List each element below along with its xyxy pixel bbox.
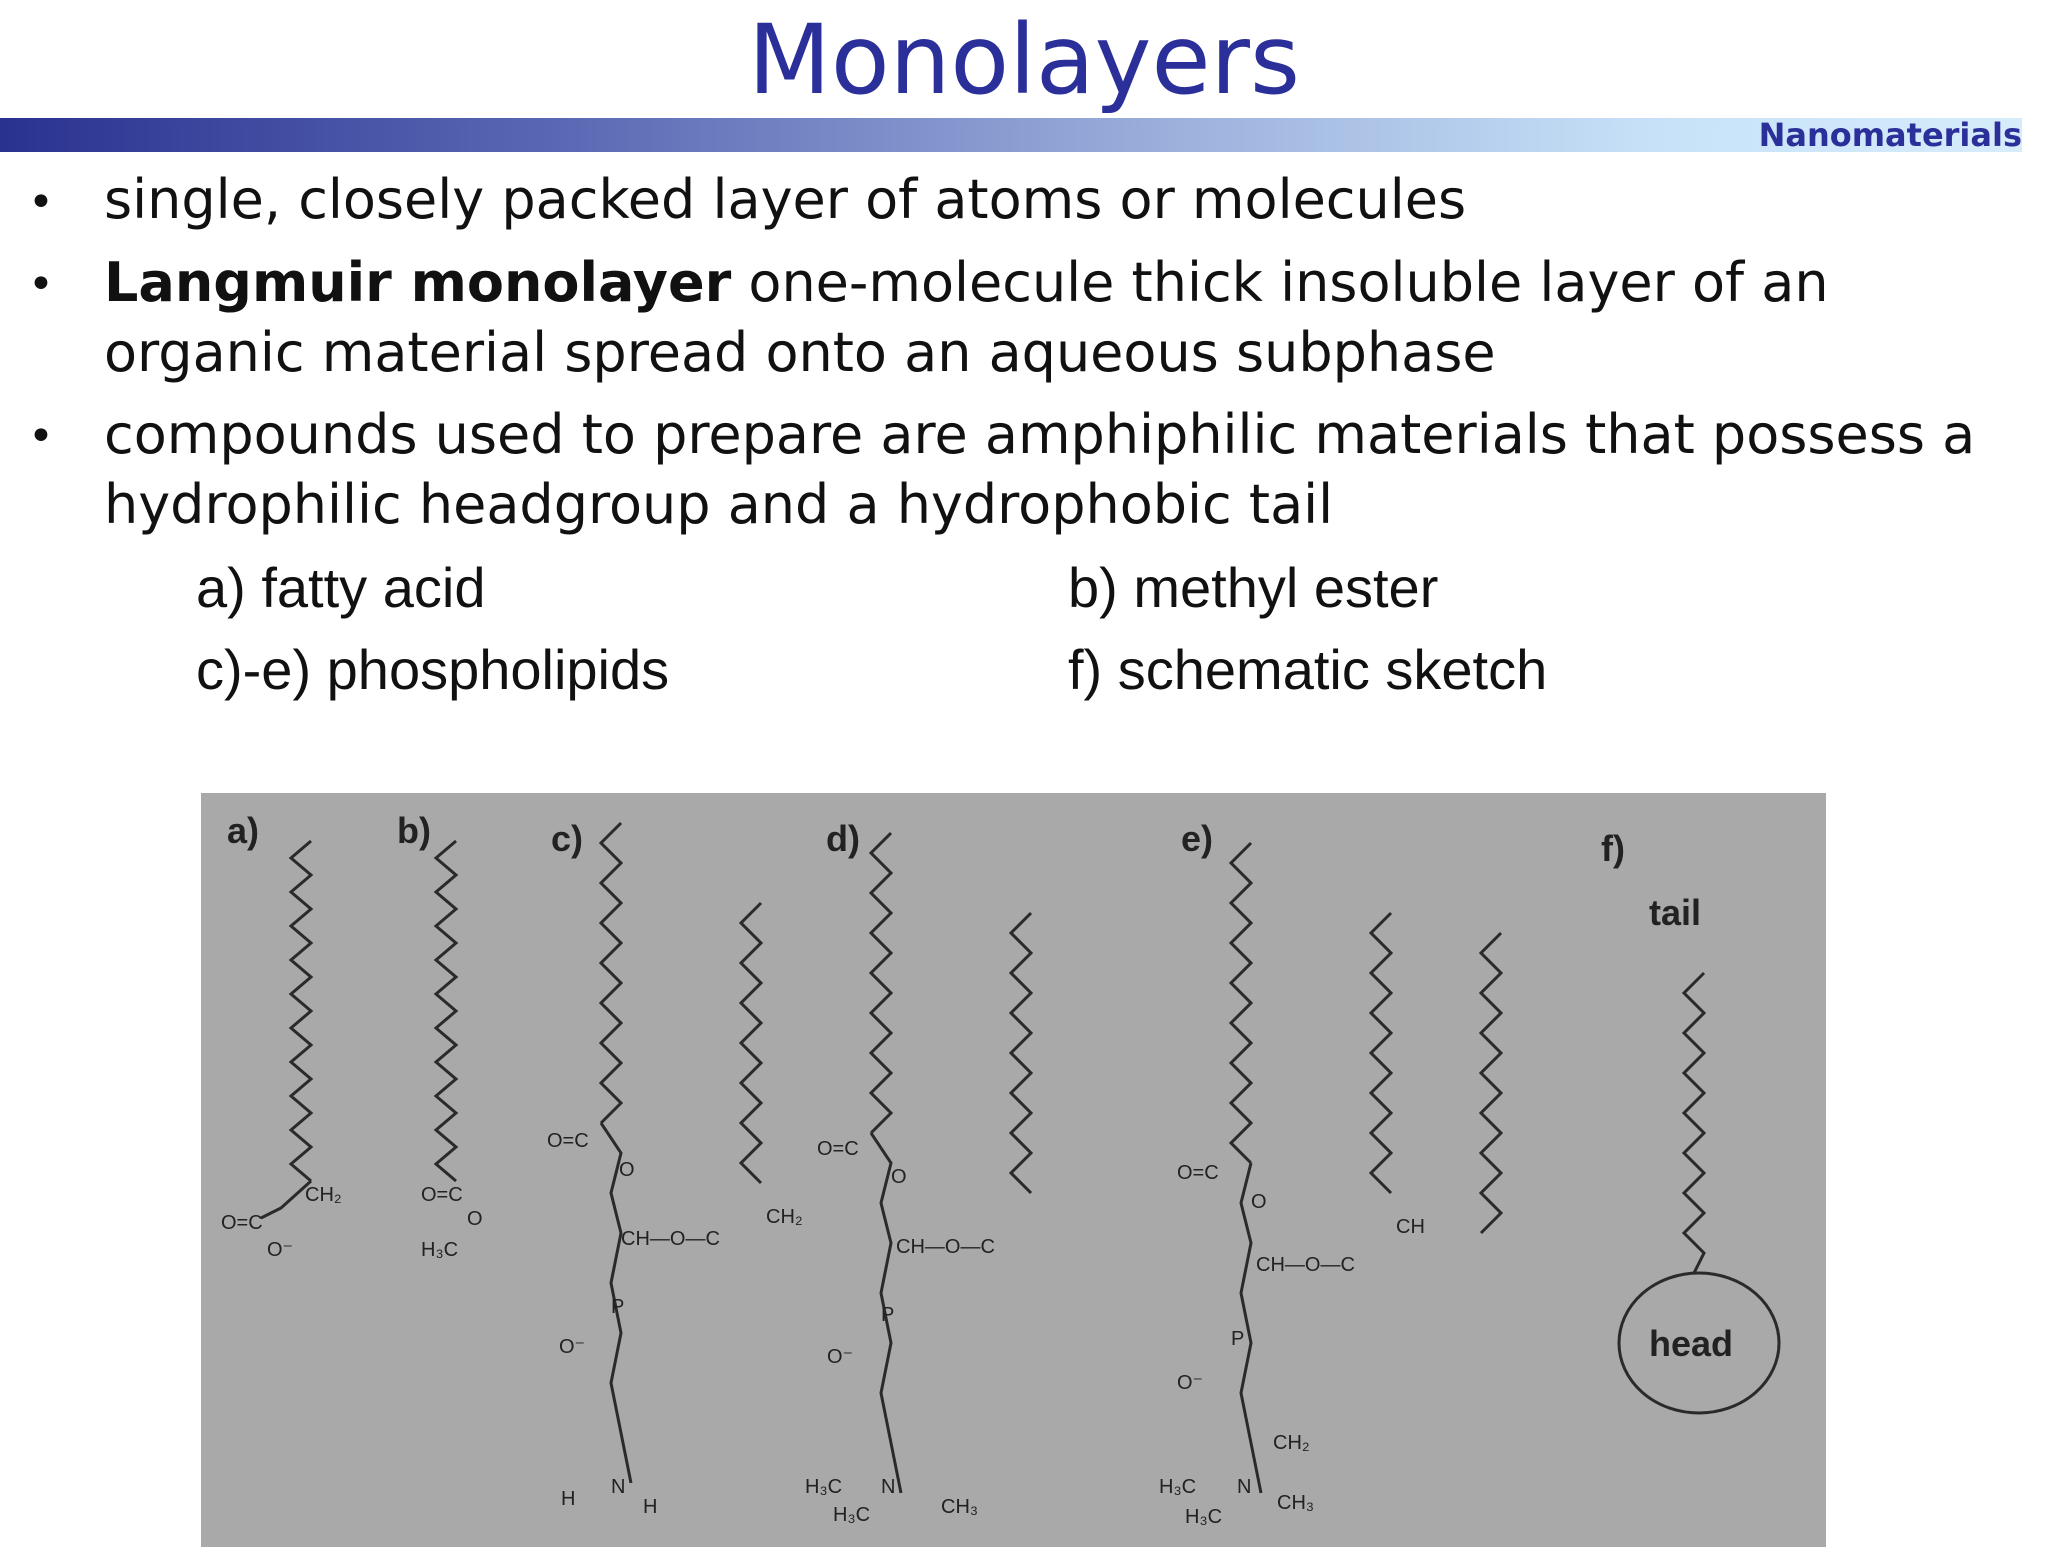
svg-text:O: O	[467, 1208, 483, 1230]
phospholipid-e-chain-3	[1478, 931, 1504, 1235]
svg-text:CH₃: CH₃	[941, 1496, 978, 1518]
phospholipid-c-chain-1	[598, 821, 624, 1125]
head-label: head	[1649, 1323, 1733, 1364]
svg-text:H₃C: H₃C	[1159, 1476, 1196, 1498]
phospholipid-d-chain-2	[1008, 911, 1034, 1195]
svg-text:H₃C: H₃C	[805, 1476, 842, 1498]
bullet-1-text: single, closely packed layer of atoms or…	[104, 168, 1467, 231]
label-d: d)	[826, 818, 860, 859]
bullet-2-bold: Langmuir monolayer	[104, 251, 732, 314]
svg-text:N: N	[881, 1476, 895, 1498]
head-circle	[1617, 1271, 1781, 1415]
bullet-3: compounds used to prepare are amphiphili…	[104, 400, 2004, 540]
svg-text:O⁻: O⁻	[267, 1239, 293, 1261]
svg-text:O: O	[619, 1159, 635, 1181]
svg-text:N: N	[1237, 1476, 1251, 1498]
molecule-figure: a) b) c) d) e) f) CH₂ O=C O⁻ O=C O H₃C O…	[201, 793, 1826, 1547]
svg-text:O: O	[891, 1166, 907, 1188]
svg-text:O=C: O=C	[547, 1130, 589, 1152]
svg-text:CH—O—C: CH—O—C	[621, 1228, 720, 1250]
svg-text:CH: CH	[1396, 1216, 1425, 1238]
bullet-1: single, closely packed layer of atoms or…	[104, 165, 2004, 235]
label-b: b)	[397, 810, 431, 851]
methyl-ester-chain	[433, 839, 459, 1183]
fatty-acid-chain	[288, 839, 314, 1183]
svg-text:CH₂: CH₂	[766, 1206, 803, 1228]
bullet-marker: •	[28, 411, 54, 462]
svg-text:CH—O—C: CH—O—C	[1256, 1254, 1355, 1276]
svg-text:O=C: O=C	[221, 1212, 263, 1234]
svg-text:H: H	[561, 1488, 575, 1510]
svg-text:O: O	[1251, 1191, 1267, 1213]
svg-text:O=C: O=C	[817, 1138, 859, 1160]
svg-text:O=C: O=C	[421, 1184, 463, 1206]
svg-text:H₃C: H₃C	[833, 1504, 870, 1526]
svg-text:H₃C: H₃C	[1185, 1506, 1222, 1528]
phospholipid-e-chain-1	[1228, 841, 1254, 1165]
bullet-marker: •	[28, 259, 54, 310]
tail-label: tail	[1649, 892, 1701, 933]
phospholipid-e-chain-2	[1368, 911, 1394, 1195]
svg-text:P: P	[611, 1296, 624, 1318]
slide-title: Monolayers	[748, 4, 1300, 116]
svg-text:CH₃: CH₃	[1277, 1492, 1314, 1514]
label-e: e)	[1181, 818, 1213, 859]
svg-text:O⁻: O⁻	[559, 1336, 585, 1358]
svg-text:H₃C: H₃C	[421, 1239, 458, 1261]
label-c: c)	[551, 818, 583, 859]
svg-text:O⁻: O⁻	[827, 1346, 853, 1368]
molecule-diagram: a) b) c) d) e) f) CH₂ O=C O⁻ O=C O H₃C O…	[221, 810, 1781, 1528]
subitem-phospholipids: c)-e) phospholipids	[196, 638, 670, 701]
bullet-2-text: one-molecule thick insoluble layer of an…	[104, 251, 1829, 384]
course-tag: Nanomaterials	[1758, 116, 2022, 154]
bullet-3-text: compounds used to prepare are amphiphili…	[104, 403, 1976, 536]
phospholipid-c-chain-2	[738, 901, 764, 1185]
svg-text:CH₂: CH₂	[1273, 1432, 1310, 1454]
svg-text:CH₂: CH₂	[305, 1184, 342, 1206]
schematic-tail	[1681, 971, 1707, 1274]
svg-text:H: H	[643, 1496, 657, 1518]
subitem-methyl-ester: b) methyl ester	[1068, 556, 1439, 619]
subitem-schematic-sketch: f) schematic sketch	[1068, 638, 1548, 701]
svg-text:P: P	[1231, 1328, 1244, 1350]
svg-text:P: P	[881, 1304, 894, 1326]
subitem-fatty-acid: a) fatty acid	[196, 556, 486, 619]
svg-text:N: N	[611, 1476, 625, 1498]
phospholipid-d-chain-1	[868, 831, 894, 1135]
svg-text:CH—O—C: CH—O—C	[896, 1236, 995, 1258]
svg-text:O=C: O=C	[1177, 1162, 1219, 1184]
label-f: f)	[1601, 828, 1625, 869]
bullet-2: Langmuir monolayer one-molecule thick in…	[104, 248, 2004, 388]
svg-text:O⁻: O⁻	[1177, 1372, 1203, 1394]
label-a: a)	[227, 810, 259, 851]
bullet-marker: •	[28, 177, 54, 228]
title-gradient-bar	[0, 118, 2022, 152]
